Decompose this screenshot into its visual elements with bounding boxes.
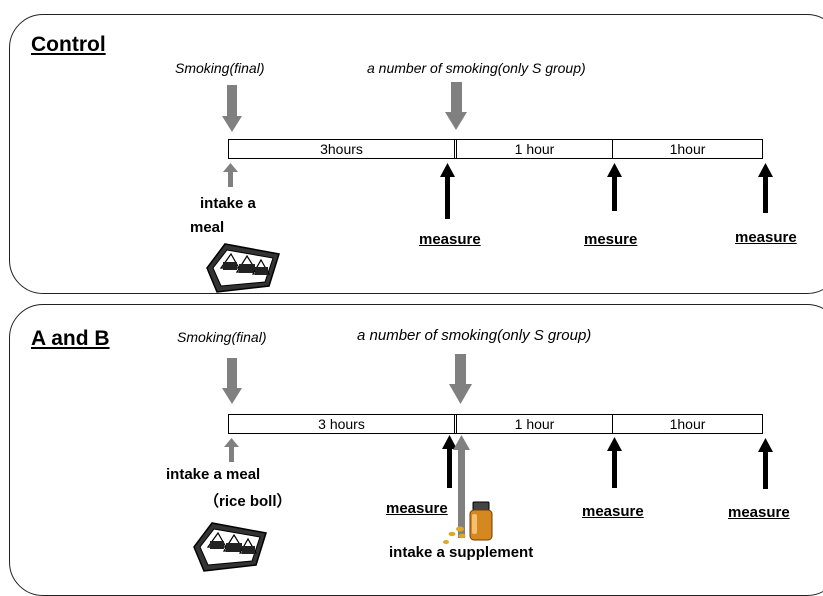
- control-smoking-number-label: a number of smoking(only S group): [367, 60, 586, 76]
- ab-segment-1hour-a: 1 hour: [454, 415, 612, 433]
- control-measure-1: measure: [419, 231, 481, 248]
- ab-segment-1hour-b: 1hour: [612, 415, 762, 433]
- control-timeline: 3hours 1 hour 1hour: [228, 139, 763, 159]
- control-title: Control: [31, 33, 106, 56]
- ab-intake-line1: intake a meal: [166, 466, 261, 483]
- ab-title: A and B: [31, 327, 110, 350]
- ab-smoking-number-label: a number of smoking(only S group): [357, 327, 592, 344]
- ab-smoking-final-label: Smoking(final): [177, 329, 267, 345]
- control-segment-3hours: 3hours: [320, 141, 363, 157]
- ab-timeline: 3 hours 1 hour 1hour: [228, 414, 763, 434]
- control-segment-1hour-a: 1 hour: [454, 140, 612, 158]
- ab-intake-line2: （rice boll）: [204, 493, 292, 510]
- control-segment-1hour-b: 1hour: [612, 140, 762, 158]
- ab-measure-2: measure: [582, 503, 644, 520]
- control-intake-line2: meal: [190, 219, 225, 236]
- control-intake-line1: intake a: [200, 195, 256, 212]
- control-smoking-final-label: Smoking(final): [175, 60, 265, 76]
- ab-segment-3hours: 3 hours: [318, 416, 365, 432]
- control-measure-3: measure: [735, 229, 797, 246]
- ab-measure-3: measure: [728, 504, 790, 521]
- ab-measure-1: measure: [386, 500, 448, 517]
- control-measure-2: mesure: [584, 231, 638, 248]
- ab-supplement-label: intake a supplement: [389, 544, 534, 561]
- ab-panel: [9, 304, 823, 596]
